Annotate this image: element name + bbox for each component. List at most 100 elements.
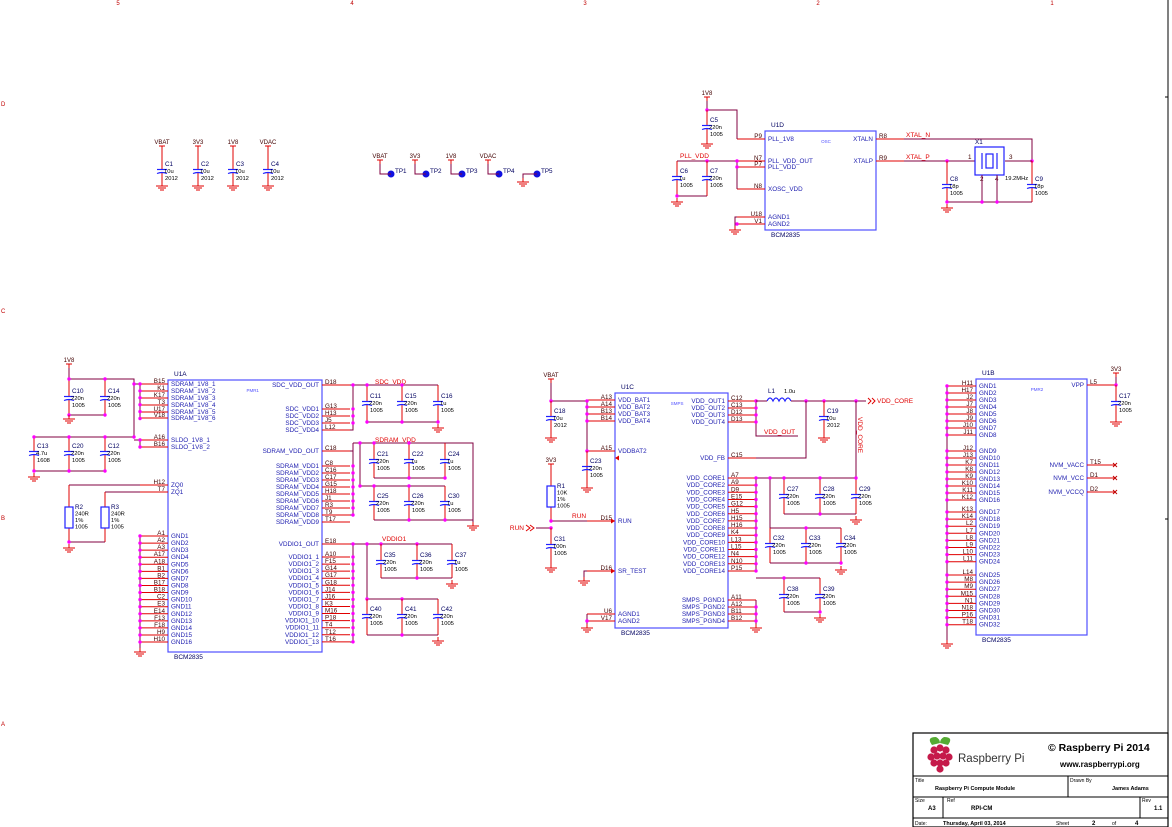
run-port[interactable]: RUN [510, 524, 535, 532]
vdd-core-port[interactable] [867, 397, 876, 405]
